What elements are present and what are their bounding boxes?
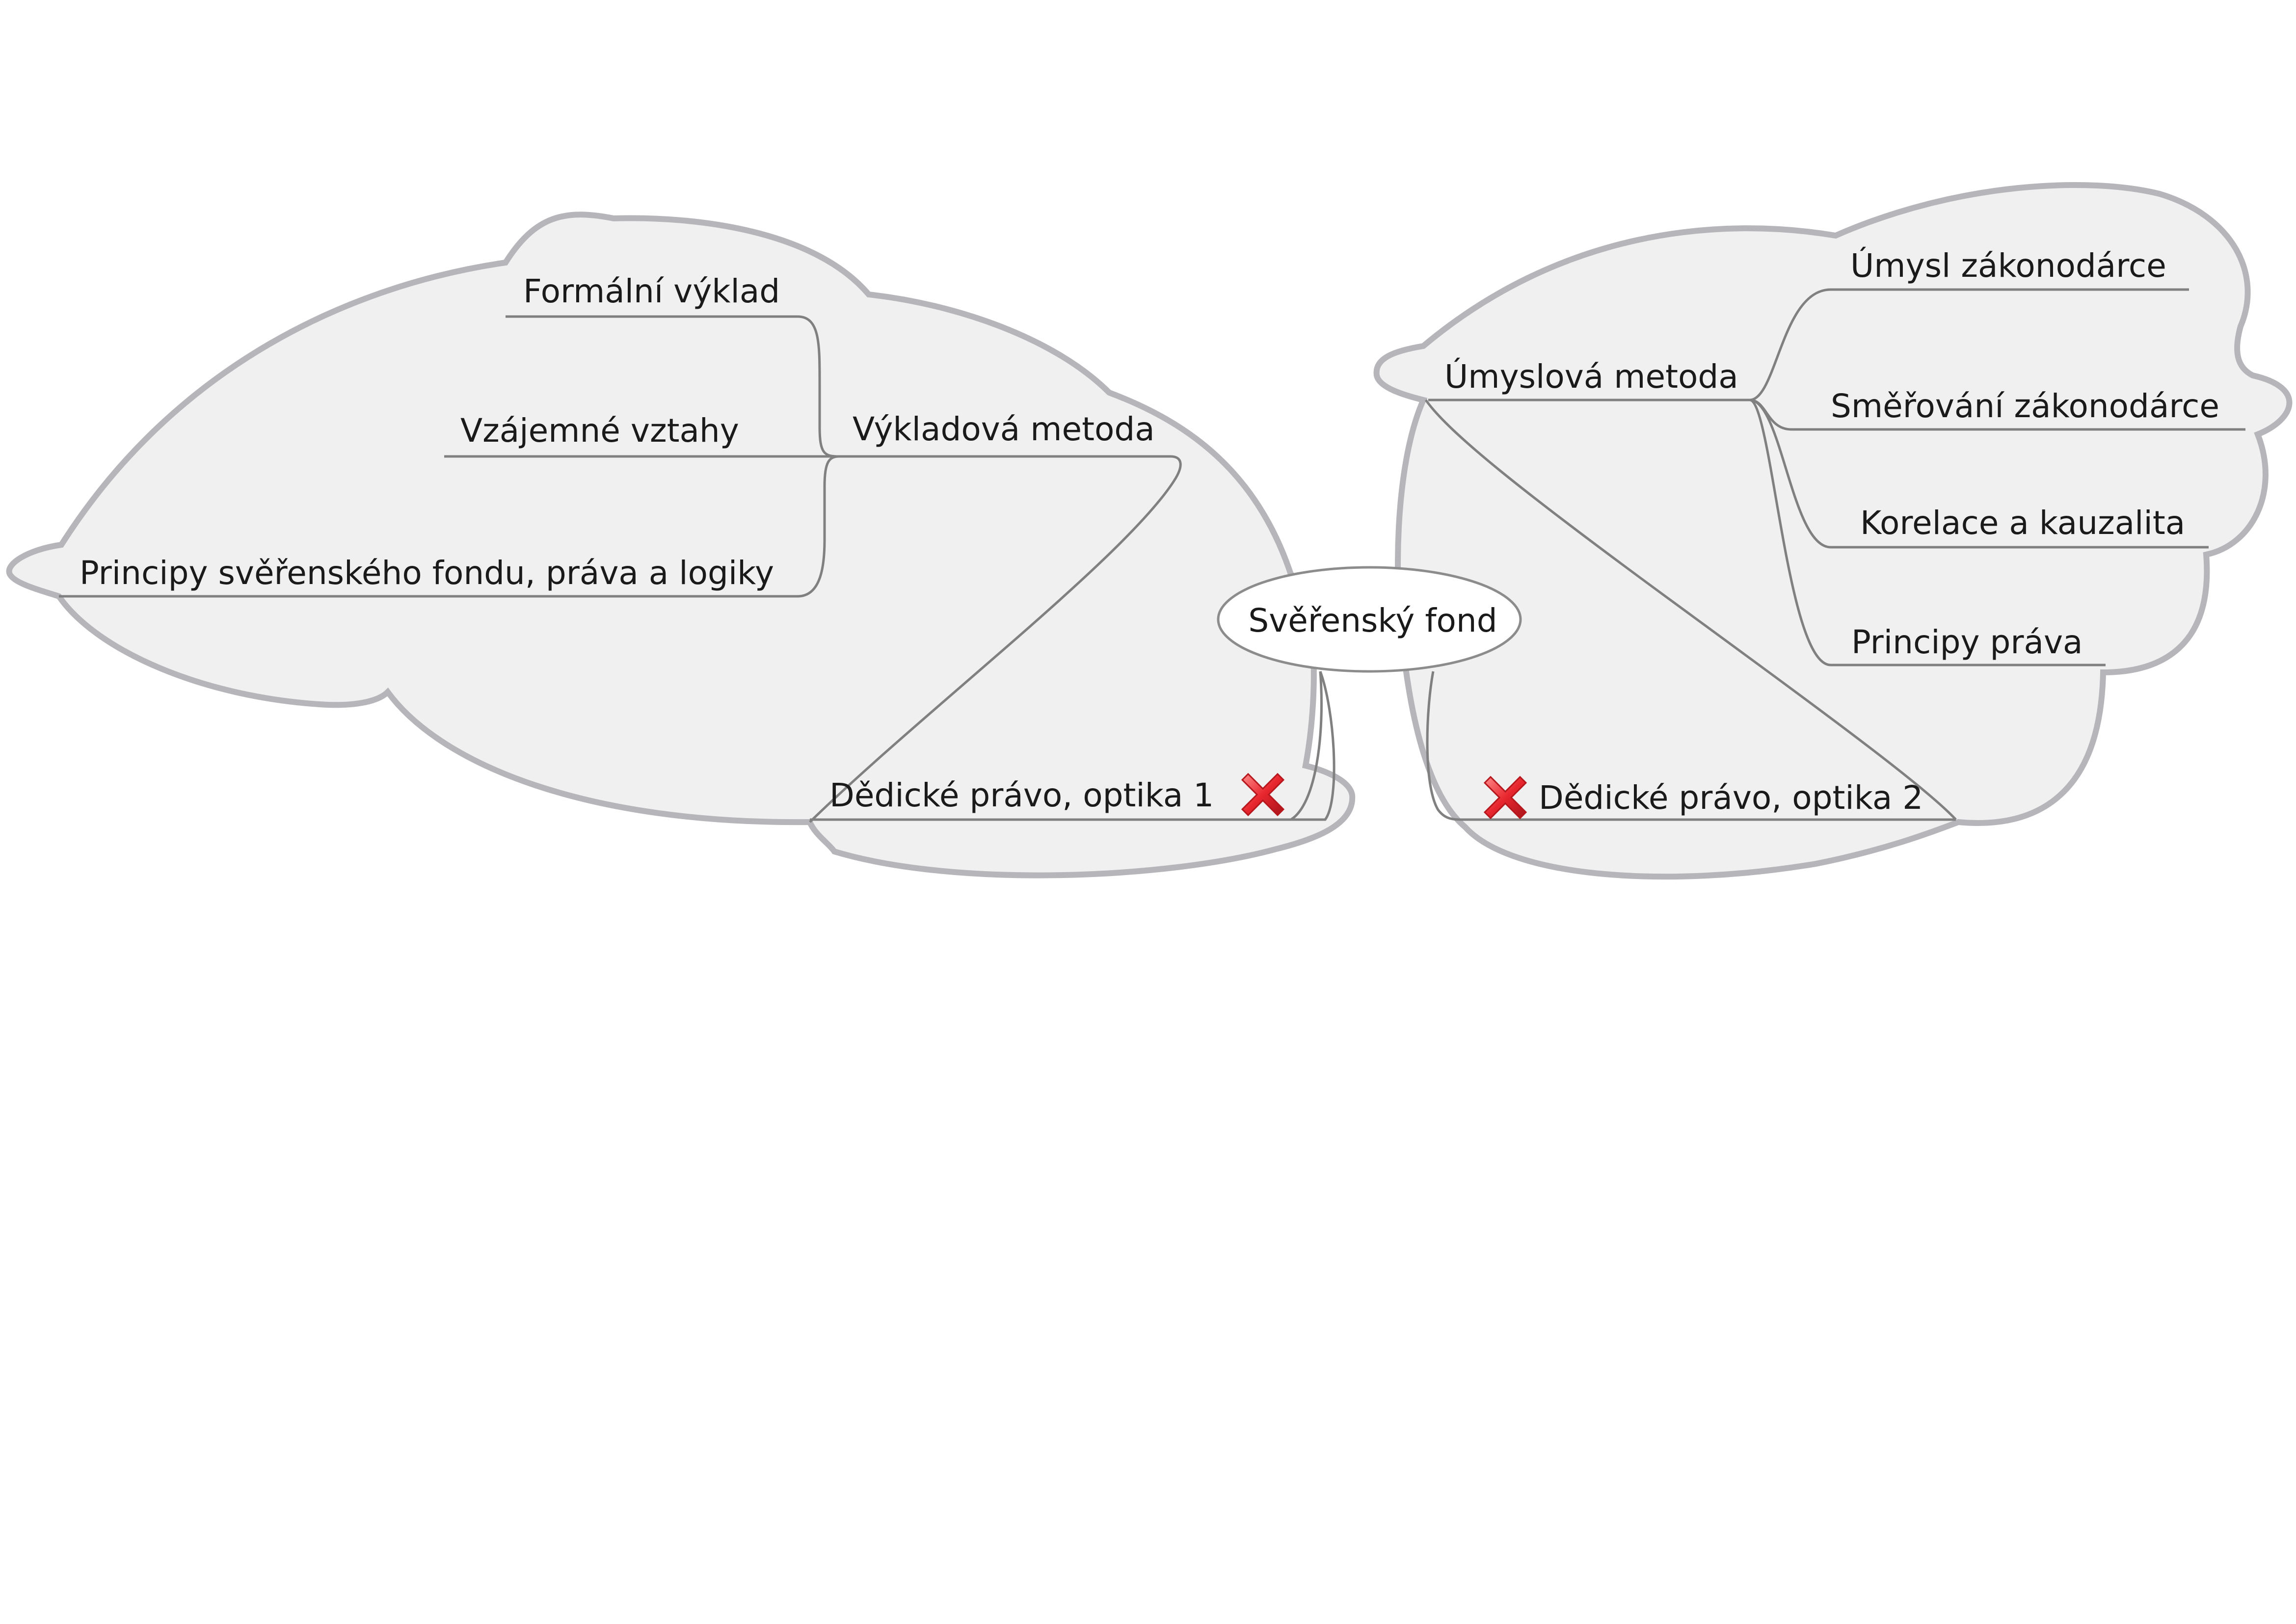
edge-dedicke1-underline bbox=[810, 671, 1335, 821]
topic-korelace-a-kauzalita[interactable]: Korelace a kauzalita bbox=[1860, 504, 2185, 542]
topic-vykladova-metoda[interactable]: Výkladová metoda bbox=[853, 410, 1155, 448]
edge-vyklad-formalni bbox=[506, 315, 840, 458]
edge-umyslova-umysl bbox=[1749, 288, 2189, 401]
topic-smerovani-zakonodarce[interactable]: Směřování zákonodárce bbox=[1831, 387, 2219, 425]
cross-icon bbox=[1483, 775, 1527, 820]
topic-principy-sverenskeho-fondu[interactable]: Principy svěřenského fondu, práva a logi… bbox=[80, 554, 774, 592]
central-topic-ellipse bbox=[1217, 566, 1522, 673]
central-topic-node[interactable]: Svěřenský fond bbox=[1217, 566, 1522, 673]
topic-principy-prava[interactable]: Principy práva bbox=[1851, 623, 2082, 661]
topic-vzajemne-vztahy[interactable]: Vzájemné vztahy bbox=[460, 412, 739, 450]
topic-umysl-zakonodarce[interactable]: Úmysl zákonodárce bbox=[1850, 247, 2166, 285]
topic-formalni-vyklad[interactable]: Formální výklad bbox=[523, 272, 780, 310]
central-topic-label: Svěřenský fond bbox=[1248, 602, 1497, 639]
branch-lines bbox=[59, 288, 2245, 823]
edge-umyslova-dedicke2 bbox=[1424, 399, 1957, 821]
left-cloud-boundary bbox=[6, 212, 1356, 879]
edge-umyslova-korelace bbox=[1749, 399, 2209, 549]
edge-central-left bbox=[1290, 671, 1323, 821]
cross-icon bbox=[1241, 772, 1285, 817]
topic-umyslova-metoda[interactable]: Úmyslová metoda bbox=[1444, 358, 1738, 396]
edge-vyklad-principy bbox=[59, 455, 840, 598]
edge-umyslova-principy bbox=[1749, 399, 2106, 666]
edge-vyklad-underline bbox=[809, 455, 1182, 823]
topic-dedicke-pravo-optika-2[interactable]: Dědické právo, optika 2 bbox=[1539, 779, 1923, 817]
topic-dedicke-pravo-optika-1[interactable]: Dědické právo, optika 1 bbox=[829, 776, 1214, 814]
edge-central-right bbox=[1426, 671, 1956, 821]
